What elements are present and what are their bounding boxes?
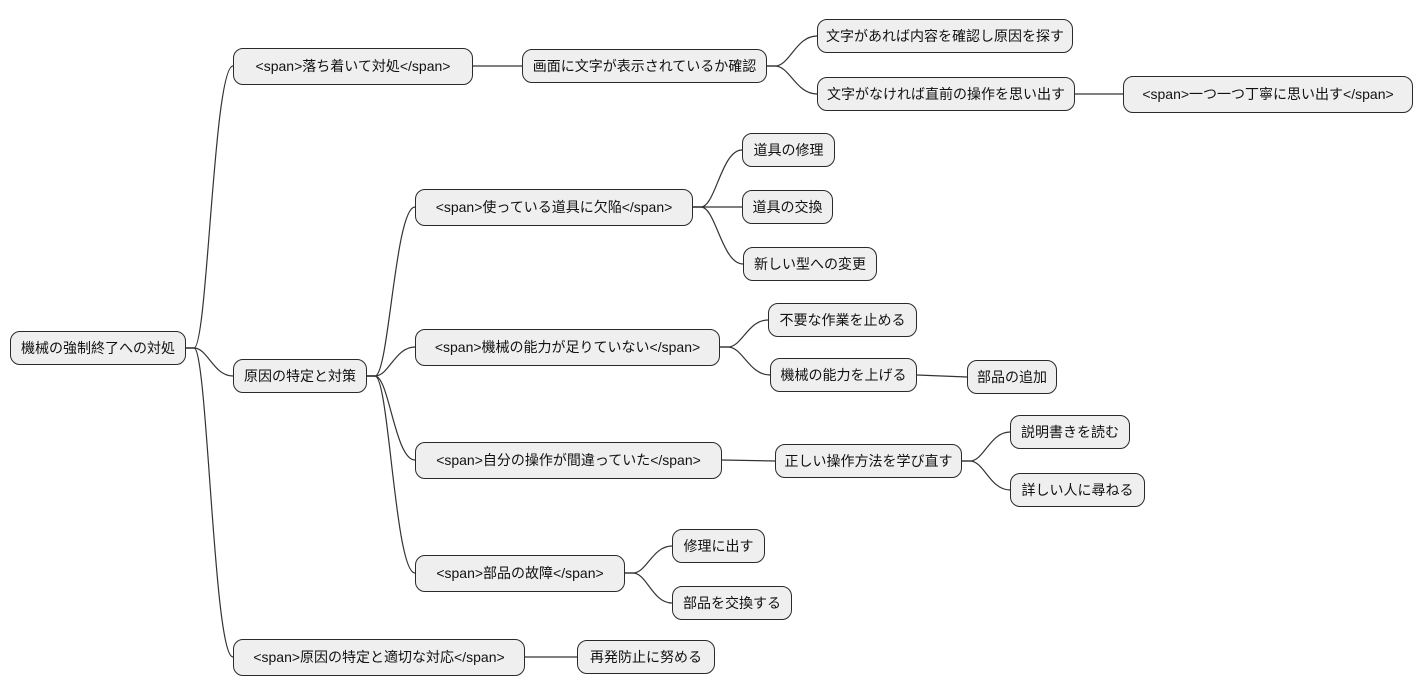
edge-root-to-ochitsuite: [185, 65, 234, 349]
mindmap-node-buhin-tsuika: 部品の追加: [967, 360, 1057, 394]
edge-sousa-machigai-to-tadashii-sousa: [721, 459, 776, 462]
mindmap-node-tadashii-sousa: 正しい操作方法を学び直す: [775, 444, 962, 478]
edge-genin-taisaku-to-sousa-machigai: [366, 375, 416, 461]
edge-genin-taisaku-to-nouryoku-fusoku: [366, 346, 416, 377]
edge-gamen-kakunin-to-moji-areba: [766, 35, 818, 67]
mindmap-node-dougu-kekkan: <span>使っている道具に欠陥</span>: [415, 188, 693, 226]
mindmap-node-moji-nakereba: 文字がなければ直前の操作を思い出す: [817, 77, 1075, 111]
mindmap-node-atarashii-kata: 新しい型への変更: [743, 247, 877, 281]
edge-buhin-koshou-to-shuri-dasu: [624, 545, 673, 574]
edge-dougu-kekkan-to-atarashii-kata: [692, 206, 744, 265]
edge-root-to-genin-taisaku: [185, 347, 234, 377]
edge-genin-taisaku-to-buhin-koshou: [366, 375, 416, 574]
mindmap-node-kuwashii-hito: 詳しい人に尋ねる: [1010, 473, 1145, 507]
edge-dougu-kekkan-to-dougu-shuri: [692, 149, 743, 208]
mindmap-node-dougu-koukan: 道具の交換: [742, 190, 833, 224]
mindmap-node-root: 機械の強制終了への対処: [10, 331, 186, 365]
mindmap-node-dougu-shuri: 道具の修理: [742, 133, 835, 167]
edge-root-to-tekisetsu-taiou: [185, 347, 234, 658]
mindmap-node-saihatsu-boushi: 再発防止に努める: [577, 640, 715, 674]
edge-gamen-kakunin-to-moji-nakereba: [766, 65, 818, 95]
edge-genin-taisaku-to-dougu-kekkan: [366, 206, 416, 377]
mindmap-node-buhin-koshou: <span>部品の故障</span>: [415, 554, 625, 592]
edge-tadashii-sousa-to-kuwashii-hito: [961, 460, 1011, 491]
edge-nouryoku-fusoku-to-fuyou-sagyou: [719, 319, 769, 348]
edge-buhin-koshou-to-buhin-koukan: [624, 572, 673, 604]
mindmap-node-setsumeisho: 説明書きを読む: [1010, 415, 1130, 449]
mindmap-node-genin-taisaku: 原因の特定と対策: [233, 359, 367, 393]
mindmap-node-nouryoku-ageru: 機械の能力を上げる: [770, 358, 917, 392]
edge-nouryoku-ageru-to-buhin-tsuika: [916, 374, 968, 378]
mindmap-node-hitotsu-hitotsu: <span>一つ一つ丁寧に思い出す</span>: [1123, 75, 1413, 113]
mindmap-node-sousa-machigai: <span>自分の操作が間違っていた</span>: [415, 441, 722, 479]
mindmap-node-fuyou-sagyou: 不要な作業を止める: [768, 303, 917, 337]
mindmap-node-nouryoku-fusoku: <span>機械の能力が足りていない</span>: [415, 328, 720, 366]
mindmap-node-tekisetsu-taiou: <span>原因の特定と適切な対応</span>: [233, 638, 525, 676]
mindmap-node-shuri-dasu: 修理に出す: [672, 529, 765, 563]
edge-nouryoku-fusoku-to-nouryoku-ageru: [719, 346, 771, 376]
mindmap-node-moji-areba: 文字があれば内容を確認し原因を探す: [817, 19, 1073, 53]
mindmap-node-gamen-kakunin: 画面に文字が表示されているか確認: [522, 49, 767, 83]
mindmap-node-ochitsuite: <span>落ち着いて対処</span>: [233, 47, 473, 85]
mindmap-node-buhin-koukan: 部品を交換する: [672, 586, 792, 620]
edge-tadashii-sousa-to-setsumeisho: [961, 431, 1011, 462]
